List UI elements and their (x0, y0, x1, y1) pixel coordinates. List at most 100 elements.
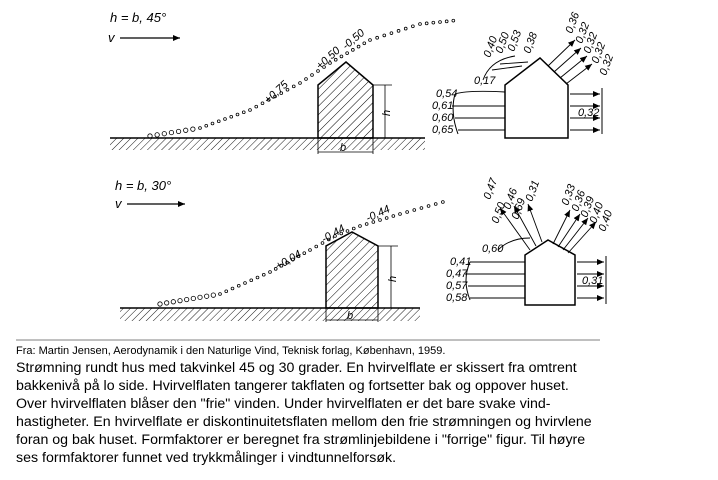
diagram-45-left-value: 0,60 (432, 112, 454, 124)
vortex-dot (378, 218, 382, 222)
diagram-45-right-wall: 0,32 (570, 88, 603, 134)
vortex-dot (161, 131, 167, 137)
vortex-dot (398, 212, 402, 216)
caption-line: ses formfaktorer funnet ved trykkmålinge… (16, 450, 397, 466)
vortex-dot (177, 298, 183, 304)
vortex-dot (147, 133, 153, 139)
vortex-dot (190, 295, 196, 302)
vortex-dot (411, 24, 415, 29)
diagram-30-h-label: h (387, 276, 399, 282)
vortex-dot (260, 101, 265, 106)
diagram-45-ground (110, 137, 425, 150)
vortex-dot (419, 206, 424, 210)
caption-line: foran og bak huset. Formfaktorer er bere… (16, 432, 586, 448)
diagram-30-house (325, 231, 379, 309)
diagram-30-vortex-surface (157, 200, 445, 307)
vortex-dot (183, 127, 189, 133)
vortex-dot (236, 283, 241, 288)
diagram-45-vortex-surface (147, 18, 456, 139)
vortex-dot (229, 114, 234, 119)
diagram-45-dimension-h: h (373, 84, 393, 138)
vortex-dot (204, 293, 210, 299)
vortex-dot (351, 48, 355, 52)
vortex-dot (308, 248, 312, 252)
vortex-dot (255, 275, 260, 280)
diagram-30-b-label: b (347, 310, 353, 322)
diagram-45-left-value: 0,61 (432, 100, 453, 112)
diagram-45-house (317, 61, 374, 139)
caption-line: Strømning rundt hus med takvinkel 45 og … (16, 360, 577, 376)
vortex-dot (248, 108, 252, 112)
vortex-dot (279, 263, 284, 268)
vortex-dot (431, 20, 436, 25)
vortex-dot (296, 254, 301, 259)
vortex-dot (403, 26, 408, 31)
vortex-dot (261, 272, 266, 277)
diagram-30-left-profile (465, 261, 525, 301)
vortex-dot (396, 29, 401, 33)
diagram-45-roof-right: 0,36 0,32 0,32 0,32 0,32 (547, 10, 616, 85)
diagram-45: h = b, 45° v h b +0,75 +0,50 -0,50 (108, 10, 616, 154)
vortex-dot (230, 286, 235, 291)
vortex-dot (412, 208, 417, 212)
vortex-dot (326, 237, 331, 242)
diagram-45-dimension-b: b (317, 138, 374, 154)
vortex-dot (358, 224, 362, 228)
vortex-dot (405, 210, 409, 214)
diagram-30-factor-3: -0,44 (364, 203, 392, 224)
vortex-dot (198, 126, 202, 130)
vortex-dot (384, 216, 389, 220)
vortex-dot (254, 104, 259, 109)
diagram-30: h = b, 30° v h b +0,04 -0,44 -0,44 (115, 176, 615, 322)
vortex-dot (339, 231, 344, 236)
diagram-30-roof-right: 0,33 0,36 0,39 0,40 0,40 (552, 182, 615, 254)
vortex-dot (433, 202, 438, 206)
diagram-45-b-label: b (340, 142, 346, 154)
diagram-30-roof-left-value: 0,47 (482, 176, 501, 201)
diagram-30-wind-label: v (115, 196, 123, 211)
vortex-dot (339, 54, 344, 59)
diagram-45-left-profile (452, 90, 506, 135)
vortex-dot (204, 123, 209, 128)
vortex-dot (210, 121, 215, 126)
vortex-dot (197, 294, 203, 300)
diagram-30-dimension-h: h (378, 245, 399, 308)
vortex-dot (320, 241, 325, 245)
vortex-dot (170, 299, 176, 305)
diagram-30-ground (120, 307, 420, 321)
vortex-dot (218, 292, 222, 296)
diagram-30-measured-house (524, 239, 576, 306)
vortex-dot (418, 22, 422, 26)
vortex-dot (223, 117, 227, 121)
vortex-dot (302, 251, 307, 255)
vortex-dot (375, 35, 379, 40)
vortex-dot (444, 19, 449, 24)
vortex-dot (424, 21, 429, 26)
diagram-30-factor-1: +0,04 (274, 248, 304, 272)
diagram-30-roof-left: 0,60 0,47 0,50 0,46 0,69 0,31 (482, 176, 543, 255)
vortex-dot (364, 222, 369, 226)
diagram-45-h-label: h (381, 110, 393, 116)
diagram-30-left-value: 0,58 (446, 292, 468, 304)
diagram-30-dimension-b: b (325, 308, 379, 322)
vortex-dot (273, 267, 278, 271)
vortex-dot (345, 229, 350, 233)
vortex-dot (351, 226, 356, 231)
diagram-45-left-values: 0,54 0,61 0,60 0,65 (432, 88, 457, 136)
vortex-dot (382, 33, 387, 38)
vortex-dot (168, 129, 175, 136)
vortex-dot (243, 281, 247, 285)
vortex-dot (184, 296, 190, 303)
vortex-dot (316, 69, 320, 73)
diagram-45-left-value: 0,54 (436, 88, 457, 100)
vortex-dot (362, 41, 367, 46)
vortex-dot (356, 44, 361, 49)
vortex-dot (285, 260, 289, 265)
vortex-dot (322, 65, 326, 69)
vortex-dot (210, 292, 216, 298)
vortex-dot (368, 38, 372, 42)
diagram-45-measured-house (504, 57, 569, 139)
diagram-30-roof-left-value: 0,60 (482, 243, 504, 255)
caption-line: Over hvirvelflaten blåser den "frie" vin… (16, 396, 551, 412)
